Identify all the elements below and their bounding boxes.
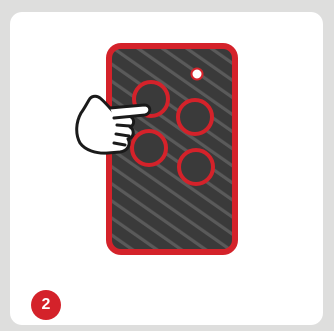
remote-button-4 — [179, 150, 213, 184]
remote-illustration — [10, 12, 323, 325]
remote-button-3 — [132, 131, 166, 165]
remote-button-2 — [178, 100, 212, 134]
step-number-badge: 2 — [31, 290, 61, 320]
led-indicator-icon — [192, 69, 203, 80]
instruction-card: 2 — [10, 12, 323, 325]
